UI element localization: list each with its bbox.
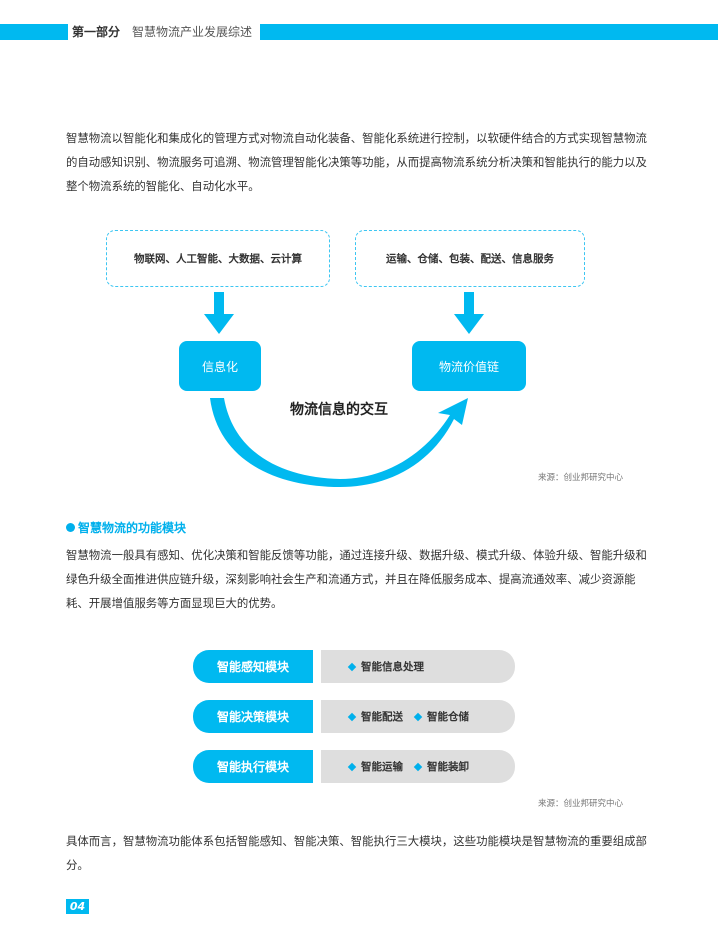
tech-inputs-box: 物联网、人工智能、大数据、云计算 xyxy=(106,230,330,287)
header-title: 第一部分智慧物流产业发展综述 xyxy=(72,24,252,40)
diamond-bullet-icon xyxy=(413,712,423,721)
header-bar: 第一部分智慧物流产业发展综述 xyxy=(0,24,718,40)
module-item: 智能配送 xyxy=(347,709,403,724)
source-note: 来源：创业邦研究中心 xyxy=(538,799,624,809)
section-heading-text: 智慧物流的功能模块 xyxy=(78,521,187,535)
module-row-execution: 智能执行模块 智能运输 智能装卸 xyxy=(193,750,515,783)
header-chapter-title: 智慧物流产业发展综述 xyxy=(132,25,253,39)
module-item: 智能信息处理 xyxy=(347,659,424,674)
value-chain-node: 物流价值链 xyxy=(412,341,526,391)
diamond-bullet-icon xyxy=(347,712,357,721)
header-part-label: 第一部分 xyxy=(72,25,121,39)
module-item-label: 智能运输 xyxy=(361,761,403,773)
bullet-dot-icon xyxy=(66,523,75,532)
module-label: 智能感知模块 xyxy=(193,650,313,683)
curved-arrow-icon xyxy=(210,398,468,487)
module-item-label: 智能信息处理 xyxy=(361,661,424,673)
section-heading: 智慧物流的功能模块 xyxy=(66,519,186,536)
page-number: 04 xyxy=(66,899,89,914)
module-items: 智能信息处理 xyxy=(321,650,515,683)
logistics-services-box: 运输、仓储、包装、配送、信息服务 xyxy=(355,230,585,287)
source-note: 来源：创业邦研究中心 xyxy=(538,473,624,483)
module-item: 智能运输 xyxy=(347,759,403,774)
module-row-perception: 智能感知模块 智能信息处理 xyxy=(193,650,515,683)
module-label: 智能决策模块 xyxy=(193,700,313,733)
diamond-bullet-icon xyxy=(347,762,357,771)
down-arrow-icon xyxy=(454,292,484,334)
module-items: 智能运输 智能装卸 xyxy=(321,750,515,783)
section-paragraph: 智慧物流一般具有感知、优化决策和智能反馈等功能，通过连接升级、数据升级、模式升级… xyxy=(66,548,647,610)
module-item-label: 智能仓储 xyxy=(427,711,469,723)
down-arrow-icon xyxy=(204,292,234,334)
module-item: 智能装卸 xyxy=(413,759,469,774)
diamond-bullet-icon xyxy=(347,662,357,671)
module-item: 智能仓储 xyxy=(413,709,469,724)
module-item-label: 智能装卸 xyxy=(427,761,469,773)
header-band-left xyxy=(0,24,68,40)
conclusion-paragraph: 具体而言，智慧物流功能体系包括智能感知、智能决策、智能执行三大模块，这些功能模块… xyxy=(66,834,647,872)
intro-paragraph: 智慧物流以智能化和集成化的管理方式对物流自动化装备、智能化系统进行控制，以软硬件… xyxy=(66,131,647,193)
informatization-node: 信息化 xyxy=(179,341,261,391)
diamond-bullet-icon xyxy=(413,762,423,771)
header-band-right xyxy=(260,24,718,40)
curve-label: 物流信息的交互 xyxy=(290,402,388,418)
module-row-decision: 智能决策模块 智能配送 智能仓储 xyxy=(193,700,515,733)
module-item-label: 智能配送 xyxy=(361,711,403,723)
module-items: 智能配送 智能仓储 xyxy=(321,700,515,733)
module-label: 智能执行模块 xyxy=(193,750,313,783)
